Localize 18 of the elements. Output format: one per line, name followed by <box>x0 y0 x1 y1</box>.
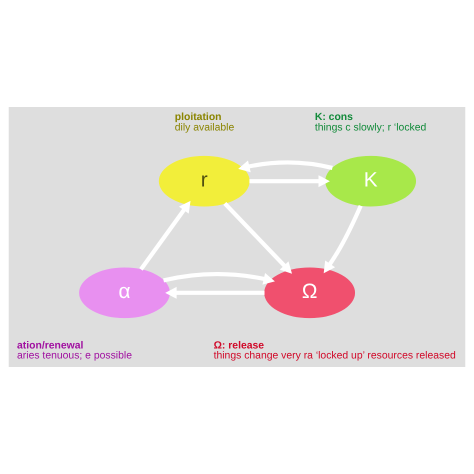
arrow <box>324 205 363 274</box>
arrow <box>139 200 191 271</box>
node-ellipse: Ω <box>264 268 356 318</box>
node-label: ation/renewal <box>17 340 84 352</box>
arrow <box>238 160 333 172</box>
arrow <box>223 202 292 274</box>
arrow <box>165 286 265 299</box>
node-label: aries tenuous; e possible <box>17 350 132 362</box>
node-label: K: cons <box>314 112 353 124</box>
arrow <box>163 272 275 285</box>
node-ellipse: α <box>79 268 170 318</box>
node-ellipse: K <box>325 156 416 206</box>
node-label: dily available <box>174 122 234 134</box>
node-label: ploitation <box>174 112 222 124</box>
node-label: things change very ra ‘locked up’ resources released <box>214 350 456 362</box>
node-label: things c slowly; r ‘locked <box>314 122 426 134</box>
node-label: Ω: release <box>214 340 264 352</box>
arrow <box>249 175 330 188</box>
